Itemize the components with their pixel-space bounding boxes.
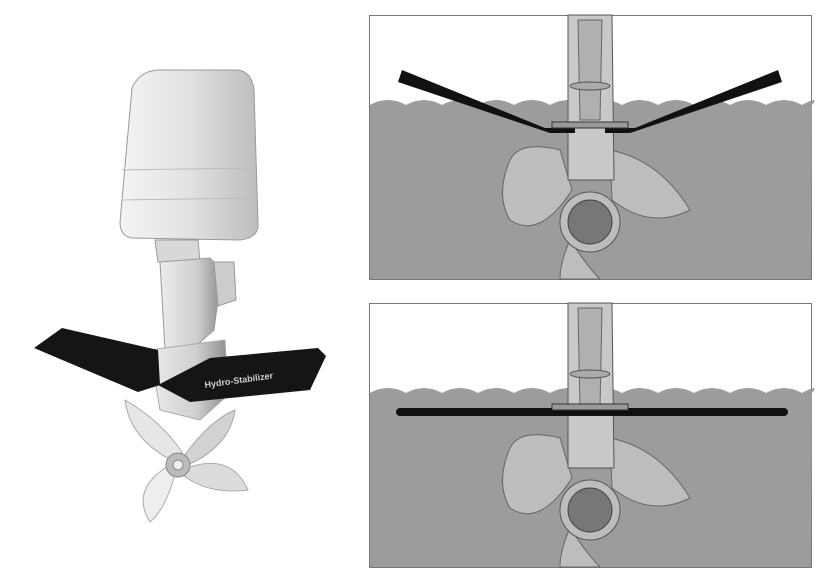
panel-flat-fins — [369, 302, 815, 568]
water — [370, 388, 815, 567]
propeller — [124, 399, 249, 523]
fin-flat — [396, 408, 788, 416]
panel-angled-fins — [369, 14, 815, 280]
fin-left-angled — [398, 70, 575, 133]
water — [370, 100, 815, 279]
stabilizer-fin-left — [34, 328, 160, 392]
outboard-motor-illustration: Hydro-Stabilizer — [34, 69, 326, 523]
stabilizer-fin-right: Hydro-Stabilizer — [158, 348, 326, 402]
fin-right-angled — [605, 70, 782, 133]
